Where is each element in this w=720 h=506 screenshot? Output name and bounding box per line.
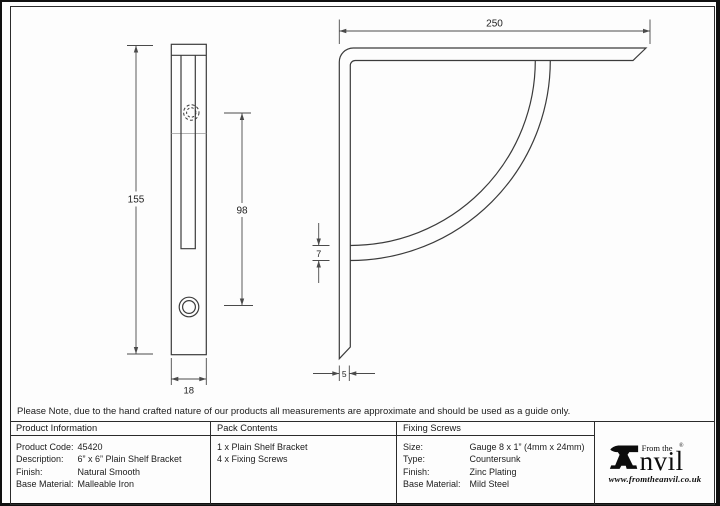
side-view [338,47,648,361]
row-value: Countersunk [469,454,521,465]
arrow-up [239,113,245,120]
table-row: Type: Countersunk [403,453,590,465]
dim-7 [312,223,330,283]
front-slot-outline [180,55,196,250]
logo-tagline: From the [641,443,673,454]
row-label: Base Material: [403,479,461,490]
row-value: Mild Steel [469,479,510,490]
list-item: 1 x Plain Shelf Bracket [217,442,308,452]
arrow-down [316,238,321,246]
product-info-table: Product Information Product Code: 45420 … [10,420,715,506]
registered-trademark-symbol: ® [679,443,684,450]
logo-wordmark: From the ® nvil [639,443,684,477]
arrow-left [171,376,179,382]
pack-contents-header: Pack Contents [211,422,396,436]
fixing-screws-header: Fixing Screws [397,422,594,436]
measurement-note-text: Please Note, due to the hand crafted nat… [17,405,571,417]
arrow-right [199,376,207,382]
technical-drawing: 155 98 18 [127,19,651,397]
side-bracket-outline [338,47,648,361]
arrow-right [643,28,650,34]
table-row: Size: Gauge 8 x 1” (4mm x 24mm) [403,441,590,453]
row-value: 45420 [77,442,103,452]
row-value: 6” x 6” Plain Shelf Bracket [77,454,182,465]
row-value: Natural Smooth [77,466,141,477]
row-value: Malleable Iron [77,479,135,490]
list-item: 4 x Fixing Screws [217,454,288,465]
pack-contents-body: 1 x Plain Shelf Bracket 4 x Fixing Screw… [211,436,396,466]
brand-logo-cell: From the ® nvil www.fromtheanvil.co.uk [594,421,715,505]
row-label: Description: [16,454,64,465]
table-row: Description: 6” x 6” Plain Shelf Bracket [16,453,206,465]
row-label: Base Material: [16,479,74,490]
dim-98 [224,112,253,306]
front-screw-hole-inner [182,300,197,315]
arrow-down [239,298,245,306]
side-brace-thickness-label: 7 [316,249,321,259]
row-label: Product Code: [16,442,74,452]
arrow-left [349,371,357,376]
table-row: Base Material: Mild Steel [403,478,590,490]
dim-250 [338,19,651,44]
anvil-icon [609,445,638,470]
dim-5 [313,365,375,381]
row-label: Size: [403,442,424,452]
table-row: Finish: Zinc Plating [403,466,590,478]
row-label: Finish: [16,466,43,477]
product-information-body: Product Code: 45420 Description: 6” x 6”… [10,436,210,491]
arrow-up [316,260,321,268]
arrow-right [332,371,340,376]
from-the-anvil-logo: From the ® nvil www.fromtheanvil.co.uk [609,442,702,484]
logo-wordmark-text: nvil [639,446,684,477]
front-hidden-hole-inner [186,107,197,118]
arrow-left [339,28,347,34]
side-brace-outer-arc [350,60,551,262]
dim-18 [170,358,207,385]
row-label: Type: [403,454,426,465]
dim-155 [127,45,153,355]
measurement-note-row: Please Note, due to the hand crafted nat… [10,402,715,421]
arrow-up [133,45,139,53]
logo-tagline-row: From the ® [640,443,684,454]
product-information-header: Product Information [10,422,210,436]
row-value: Gauge 8 x 1” (4mm x 24mm) [469,442,585,452]
front-view [170,43,207,356]
page-border [10,6,715,505]
side-depth-dimension-label: 250 [486,19,503,30]
arrow-down [133,347,139,354]
front-screw-hole-outer [178,296,200,318]
front-plate-outline [170,43,207,356]
row-label: Finish: [403,466,430,477]
table-row: Finish: Natural Smooth [16,466,206,478]
row-value: Zinc Plating [469,466,517,477]
table-row: Base Material: Malleable Iron [16,478,206,490]
fixing-screws-column: Fixing Screws Size: Gauge 8 x 1” (4mm x … [396,421,594,505]
logo-website: www.fromtheanvil.co.uk [608,474,702,485]
pack-contents-column: Pack Contents 1 x Plain Shelf Bracket 4 … [210,421,396,505]
front-height-dimension-label: 155 [128,195,145,206]
side-plate-thickness-label: 5 [342,369,347,379]
table-row: Product Code: 45420 [16,441,206,453]
product-information-column: Product Information Product Code: 45420 … [10,422,210,506]
front-hidden-hole-outer [183,104,200,121]
front-hole-spacing-dimension-label: 98 [236,206,248,217]
front-width-dimension-label: 18 [184,386,195,397]
fixing-screws-body: Size: Gauge 8 x 1” (4mm x 24mm) Type: Co… [397,436,594,491]
side-brace-inner-arc [350,60,536,247]
logo-main: From the ® nvil [609,442,702,477]
